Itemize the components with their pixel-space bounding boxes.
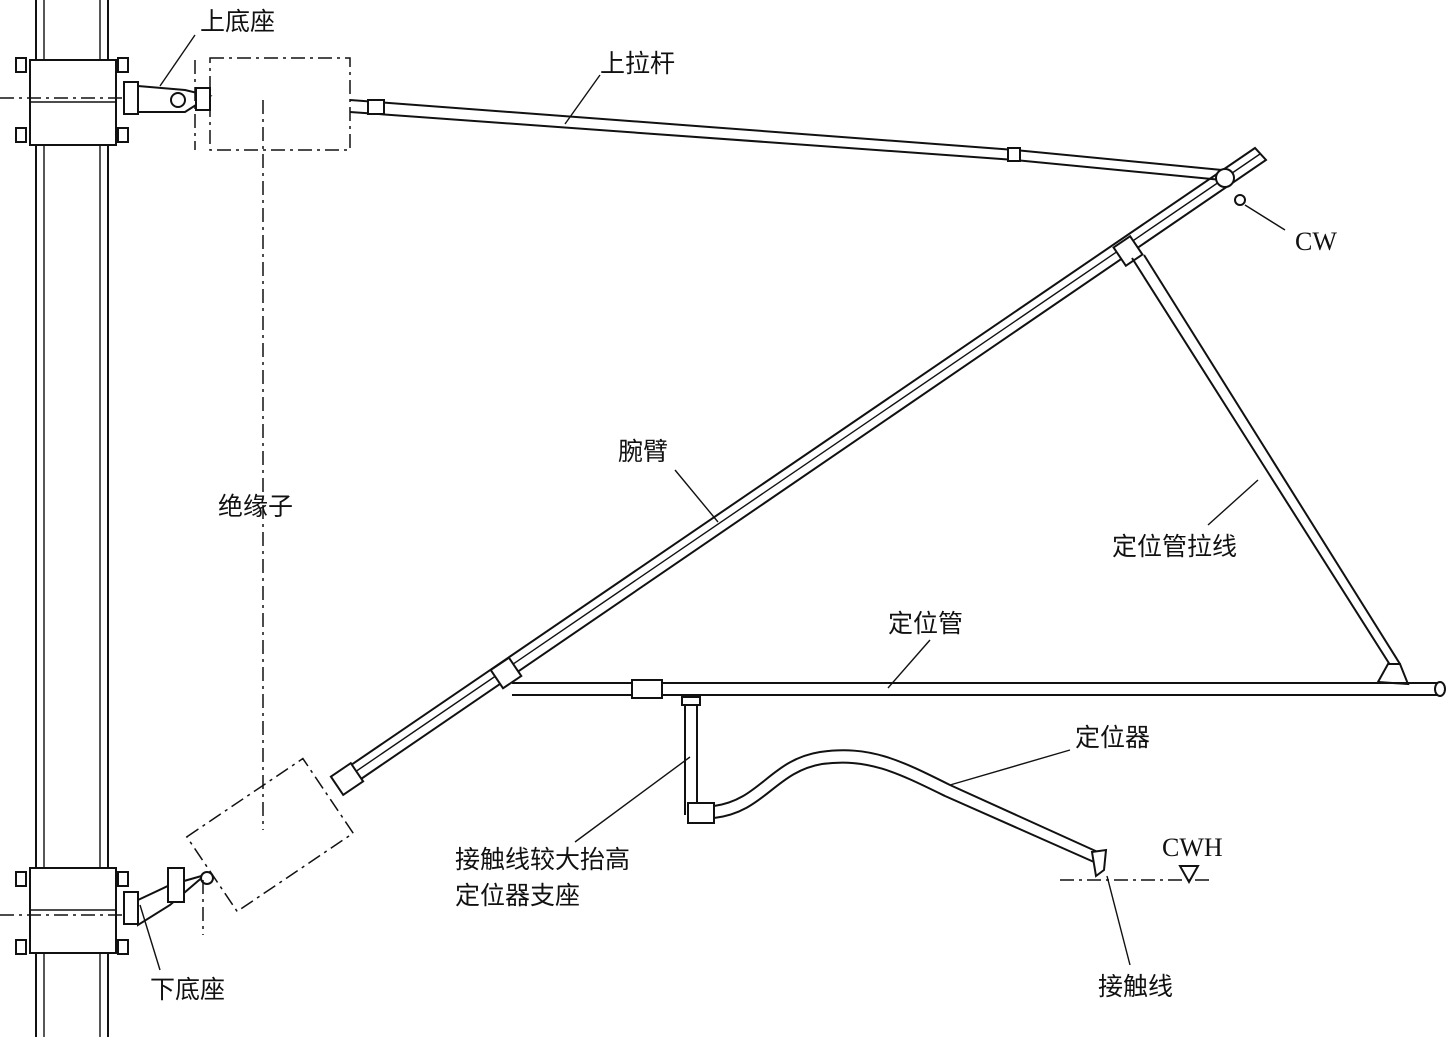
lower-insulator [185, 757, 355, 913]
label-support-line2: 定位器支座 [455, 881, 580, 910]
label-contact-wire: 接触线 [1098, 972, 1173, 1001]
cantilever-arm [329, 146, 1268, 797]
label-support-line1: 接触线较大抬高 [455, 845, 630, 874]
label-steady-tube: 定位管 [888, 609, 963, 638]
lower-base [123, 867, 214, 935]
upper-rod [349, 99, 1223, 181]
upper-base [123, 60, 213, 150]
label-cw: CW [1295, 227, 1337, 256]
label-cwh: CWH [1162, 833, 1223, 862]
upper-insulator [209, 57, 351, 151]
locator-support [681, 696, 715, 824]
label-steady-arm-stay: 定位管拉线 [1112, 532, 1237, 561]
locator [713, 749, 1108, 878]
steady-tube [512, 679, 1446, 699]
steady-arm-stay [1131, 254, 1410, 686]
label-locator: 定位器 [1075, 723, 1150, 752]
leader-lines [139, 34, 1286, 971]
label-upper-base: 上底座 [200, 7, 275, 36]
pole [0, 0, 135, 1037]
label-lower-base: 下底座 [150, 975, 225, 1004]
label-insulator: 绝缘子 [218, 492, 293, 521]
label-cantilever: 腕臂 [618, 437, 668, 466]
cwh-marker-icon [1178, 865, 1200, 885]
label-upper-rod: 上拉杆 [600, 49, 675, 78]
